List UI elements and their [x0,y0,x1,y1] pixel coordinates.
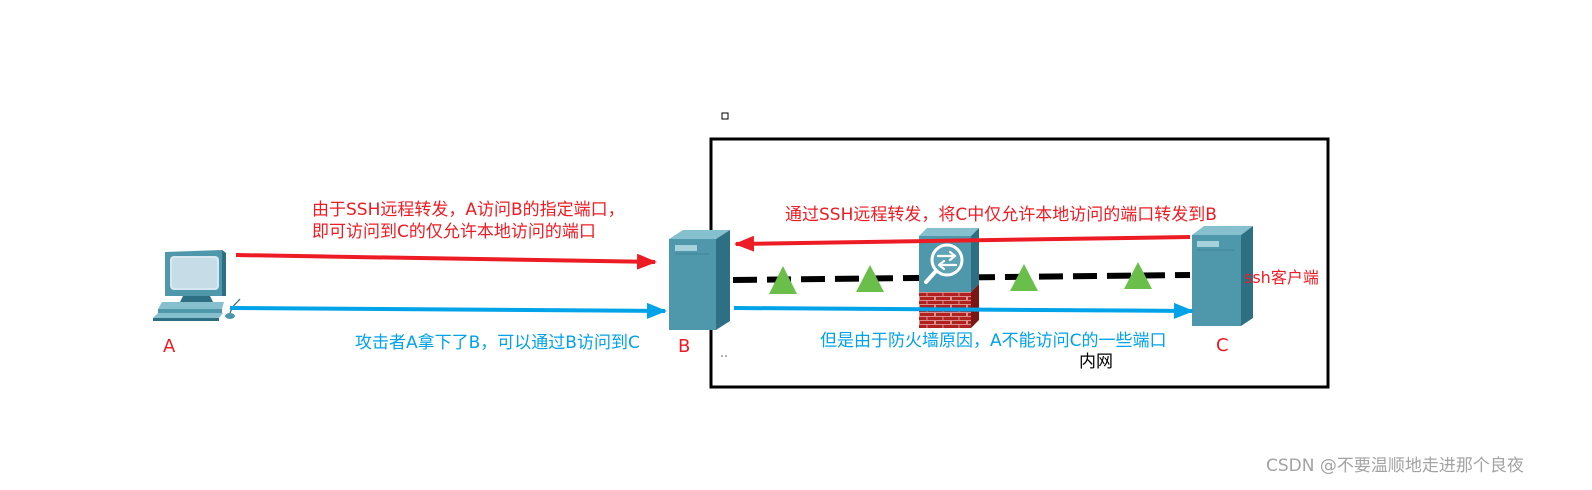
green-triangle-icon [1124,262,1152,289]
red-arrow-a-to-b [235,253,657,270]
intranet-label: 内网 [1079,352,1113,372]
node-label-b: B [678,336,690,357]
green-triangle-icon-group [769,262,1152,294]
forward-annotation-line2: 即可访问到C的仅允许本地访问的端口 [312,222,596,242]
attacker-annotation: 攻击者A拿下了B，可以通过B访问到C [355,332,640,353]
blue-arrow-a-to-b [229,302,667,319]
forward-annotation-line1: 由于SSH远程转发，A访问B的指定端口， [312,200,625,220]
green-triangle-icon [1010,264,1038,291]
selection-handle [721,112,729,120]
desktop-computer-icon [153,250,241,321]
blue-arrow-b-to-c [733,302,1194,319]
remote-forward-annotation: 通过SSH远程转发，将C中仅允许本地访问的端口转发到B [785,205,1217,225]
firewall-annotation: 但是由于防火墙原因，A不能访问C的一些端口 [820,331,1167,351]
green-triangle-icon [769,266,797,294]
watermark: CSDN @不要温顺地走进那个良夜 [1266,456,1524,476]
server-icon [669,230,730,330]
red-arrow-c-to-b [734,235,1191,252]
dashed-link [732,272,1191,283]
node-label-a: A [163,336,176,357]
ssh-client-label: ssh客户端 [1244,268,1319,287]
server-icon [1192,226,1253,326]
green-triangle-icon [856,265,884,292]
node-label-c: C [1216,335,1229,356]
dot-mark [725,355,727,357]
dot-mark [721,355,723,357]
